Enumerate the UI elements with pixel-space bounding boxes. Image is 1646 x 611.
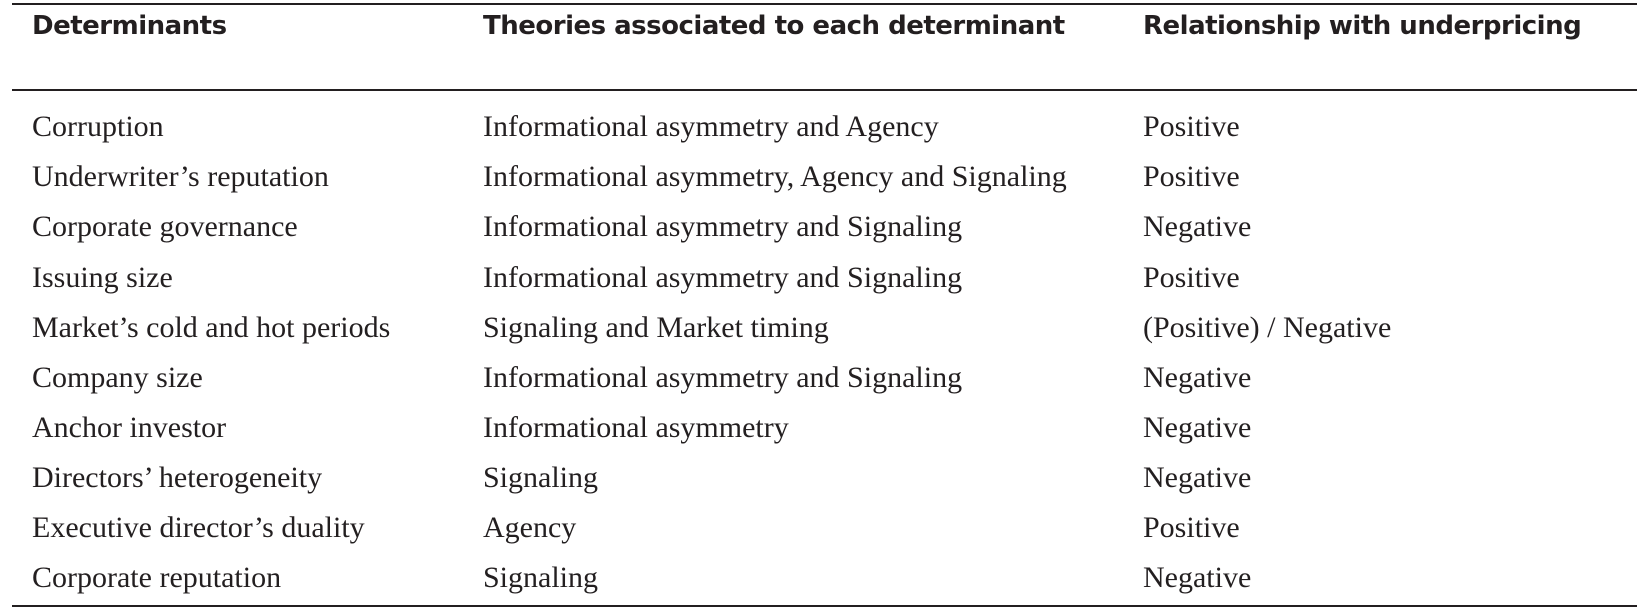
cell-relationship: Negative	[1143, 561, 1252, 594]
table-row: Company size Informational asymmetry and…	[12, 353, 1637, 403]
cell-determinant: Corruption	[32, 110, 164, 143]
cell-theories: Agency	[483, 511, 577, 544]
cell-theories: Signaling	[483, 461, 599, 494]
cell-theories: Informational asymmetry	[483, 411, 789, 444]
header-determinants: Determinants	[32, 11, 227, 41]
table-row: Corruption Informational asymmetry and A…	[12, 102, 1637, 152]
cell-relationship: Negative	[1143, 411, 1252, 444]
table-row: Directors’ heterogeneity Signaling Negat…	[12, 453, 1637, 503]
cell-determinant: Underwriter’s reputation	[32, 160, 329, 193]
table-row: Issuing size Informational asymmetry and…	[12, 253, 1637, 303]
table-top-rule	[12, 3, 1637, 5]
header-theories: Theories associated to each determinant	[483, 11, 1065, 41]
cell-theories: Informational asymmetry and Agency	[483, 110, 939, 143]
cell-theories: Informational asymmetry and Signaling	[483, 210, 963, 243]
table-header-rule	[12, 89, 1637, 91]
cell-determinant: Directors’ heterogeneity	[32, 461, 323, 494]
table-row: Executive director’s duality Agency Posi…	[12, 503, 1637, 553]
cell-determinant: Executive director’s duality	[32, 511, 365, 544]
cell-relationship: Positive	[1143, 511, 1240, 544]
cell-theories: Informational asymmetry and Signaling	[483, 261, 963, 294]
table-row: Market’s cold and hot periods Signaling …	[12, 303, 1637, 353]
cell-relationship: Positive	[1143, 261, 1240, 294]
cell-determinant: Anchor investor	[32, 411, 227, 444]
cell-determinant: Company size	[32, 361, 203, 394]
cell-determinant: Corporate governance	[32, 210, 298, 243]
cell-relationship: Negative	[1143, 210, 1252, 243]
table-row: Anchor investor Informational asymmetry …	[12, 403, 1637, 453]
cell-relationship: Positive	[1143, 110, 1240, 143]
cell-determinant: Market’s cold and hot periods	[32, 311, 391, 344]
cell-relationship: Negative	[1143, 361, 1252, 394]
table-row: Underwriter’s reputation Informational a…	[12, 152, 1637, 202]
cell-determinant: Corporate reputation	[32, 561, 282, 594]
header-relationship: Relationship with underpricing	[1143, 11, 1582, 41]
cell-theories: Signaling and Market timing	[483, 311, 829, 344]
cell-relationship: Negative	[1143, 461, 1252, 494]
cell-theories: Signaling	[483, 561, 599, 594]
cell-relationship: (Positive) / Negative	[1143, 311, 1392, 344]
cell-relationship: Positive	[1143, 160, 1240, 193]
cell-determinant: Issuing size	[32, 261, 173, 294]
cell-theories: Informational asymmetry, Agency and Sign…	[483, 160, 1067, 193]
table-row: Corporate governance Informational asymm…	[12, 202, 1637, 252]
table-row: Corporate reputation Signaling Negative	[12, 553, 1637, 603]
cell-theories: Informational asymmetry and Signaling	[483, 361, 963, 394]
table-bottom-rule	[12, 605, 1637, 607]
